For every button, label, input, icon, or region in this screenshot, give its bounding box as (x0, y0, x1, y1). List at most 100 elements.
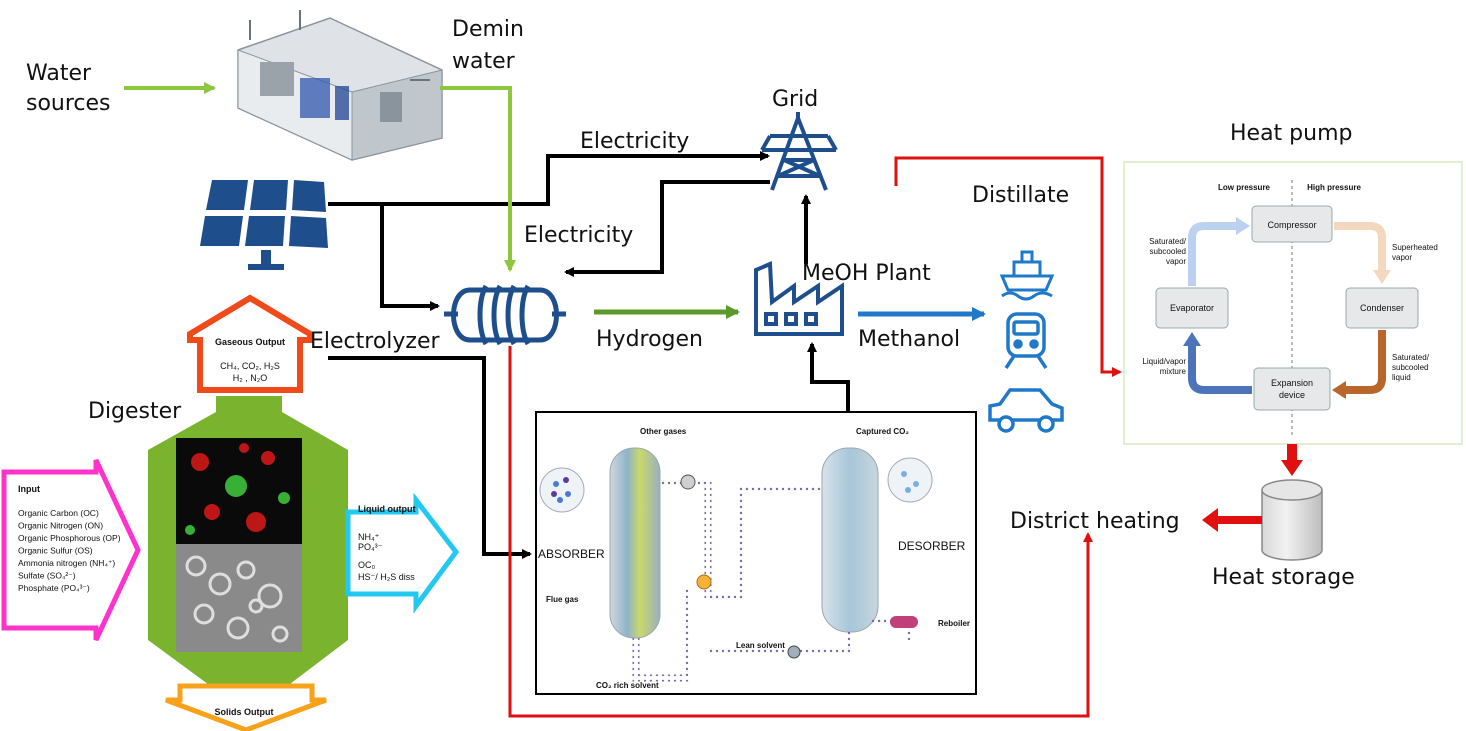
cycle-arrowhead-icon (1373, 270, 1391, 284)
liquid-vapor-line2: mixture (1160, 367, 1187, 376)
factory-icon (754, 261, 844, 336)
condenser-box (1345, 287, 1419, 329)
heat-storage-label: Heat storage (1212, 565, 1355, 590)
co2-rich-solvent-label: CO₂ rich solvent (596, 681, 659, 690)
storage-to-district-heating-arrow (1202, 508, 1262, 532)
absorber-column (609, 447, 661, 639)
cycle-arrow-cond-to-exp (1346, 330, 1386, 394)
input-item: Sulfate (SO₄²⁻) (18, 571, 76, 581)
demin-water-label-line2: water (452, 49, 516, 74)
gaseous-output-arrow (187, 294, 313, 393)
expansion-label-line2: device (1279, 390, 1305, 400)
reboiler-label: Reboiler (938, 619, 970, 628)
evaporator-label: Evaporator (1170, 303, 1214, 313)
desorber-detail-icon (887, 457, 933, 503)
input-item: Ammonia nitrogen (NH₄⁺) (18, 558, 115, 568)
cycle-arrow-evap-to-comp (1188, 222, 1236, 286)
digester-label: Digester (88, 399, 182, 424)
cycle-arrowhead-icon (1236, 217, 1250, 235)
heat-pump-to-storage-arrow (1281, 444, 1303, 476)
hydrogen-label: Hydrogen (596, 327, 703, 352)
gaseous-output-title: Gaseous Output (215, 337, 285, 347)
reboiler-icon (890, 616, 918, 628)
water-treatment-plant-icon (237, 10, 443, 161)
electricity-lines (328, 151, 850, 559)
cycle-arrowhead-icon (1332, 381, 1346, 399)
input-title: Input (18, 484, 40, 494)
superheated-line1: Superheated (1392, 243, 1438, 252)
input-item: Organic Sulfur (OS) (18, 546, 93, 556)
methanol-label: Methanol (858, 327, 960, 352)
input-arrow (1, 458, 141, 642)
cycle-arrow-exp-to-evap (1188, 346, 1252, 394)
digester: Gaseous Output CH₄, CO₂, H₂S H₂ , N₂O (1, 294, 460, 731)
demin-water-label-line1: Demin (452, 17, 524, 42)
distillate-label: Distillate (972, 183, 1069, 208)
grid-label: Grid (772, 87, 818, 112)
input-item: Organic Carbon (OC) (18, 508, 99, 518)
train-icon (1004, 312, 1048, 369)
high-pressure-label: High pressure (1307, 183, 1361, 192)
superheated-line2: vapor (1392, 253, 1412, 262)
heat-storage-tank-icon (1261, 479, 1323, 561)
other-gases-label: Other gases (640, 427, 687, 436)
heat-lines (508, 156, 1122, 718)
input-item: Organic Nitrogen (ON) (18, 521, 103, 531)
electrolyzer-icon (444, 284, 566, 346)
evaporator-box (1155, 287, 1229, 329)
lean-solvent-label: Lean solvent (736, 641, 785, 650)
solids-output-title: Solids Output (215, 707, 274, 717)
compressor-box (1251, 205, 1333, 243)
captured-co2-label: Captured CO₂ (856, 427, 909, 436)
input-items: Organic Carbon (OC) Organic Nitrogen (ON)… (18, 508, 121, 593)
liquid-output-line2: PO₄³⁻ (358, 542, 383, 552)
gaseous-output-line2: H₂ , N₂O (233, 373, 268, 383)
low-pressure-label: Low pressure (1218, 183, 1271, 192)
saturated-liquid-line1: Saturated/ (1392, 353, 1430, 362)
desorber-label: DESORBER (898, 539, 966, 553)
ship-icon (999, 250, 1055, 301)
solar-panel-icon (200, 180, 328, 270)
meoh-plant-label: MeOH Plant (802, 261, 931, 286)
microscopy-sem-image (176, 544, 302, 652)
liquid-output-arrow (345, 492, 460, 614)
absorber-label: ABSORBER (538, 547, 605, 561)
saturated-vapor-line1: Saturated/ (1149, 237, 1187, 246)
pump-icon (787, 645, 801, 659)
heat-pump-cycle: Low pressure High pressure Compressor Ev… (1123, 161, 1463, 445)
saturated-liquid-line2: subcooled (1392, 363, 1428, 372)
liquid-output-line1: NH₄⁺ (358, 532, 380, 542)
water-lines (124, 82, 516, 272)
water-sources-label-line2: sources (26, 91, 111, 116)
district-heating-label: District heating (1010, 509, 1180, 534)
solids-output-arrow (165, 683, 327, 731)
liquid-output-line3: OC₀ (358, 560, 376, 570)
carbon-capture-process: Other gases Captured CO₂ ABSORBER DESORB… (535, 411, 977, 695)
saturated-vapor-line3: vapor (1166, 257, 1186, 266)
grid-tower-icon (760, 112, 838, 191)
saturated-vapor-line2: subcooled (1150, 247, 1186, 256)
flue-gas-label: Flue gas (546, 595, 579, 604)
electricity-label-top: Electricity (580, 129, 689, 154)
cycle-arrowhead-icon (1183, 332, 1201, 346)
heat-exchanger-icon (696, 574, 712, 590)
desorber-column (821, 447, 879, 633)
liquid-output-line4: HS⁻/ H₂S diss (358, 572, 415, 582)
water-sources-label-line1: Water (26, 61, 92, 86)
condenser-label: Condenser (1360, 303, 1404, 313)
gaseous-output-line1: CH₄, CO₂, H₂S (220, 361, 280, 371)
cycle-arrow-comp-to-cond (1334, 222, 1386, 270)
liquid-output-title: Liquid output (358, 504, 415, 514)
input-item: Phosphate (PO₄³⁻) (18, 583, 90, 593)
electricity-label-mid: Electricity (524, 223, 633, 248)
absorber-detail-icon (539, 467, 585, 513)
expansion-device-box (1253, 367, 1331, 411)
compressor-label: Compressor (1267, 220, 1316, 230)
heat-pump-label: Heat pump (1230, 121, 1352, 146)
saturated-liquid-line3: liquid (1392, 373, 1411, 382)
pump-icon (680, 474, 696, 490)
electrolyzer-label: Electrolyzer (310, 329, 441, 354)
input-item: Organic Phosphorous (OP) (18, 533, 121, 543)
expansion-label-line1: Expansion (1271, 378, 1313, 388)
